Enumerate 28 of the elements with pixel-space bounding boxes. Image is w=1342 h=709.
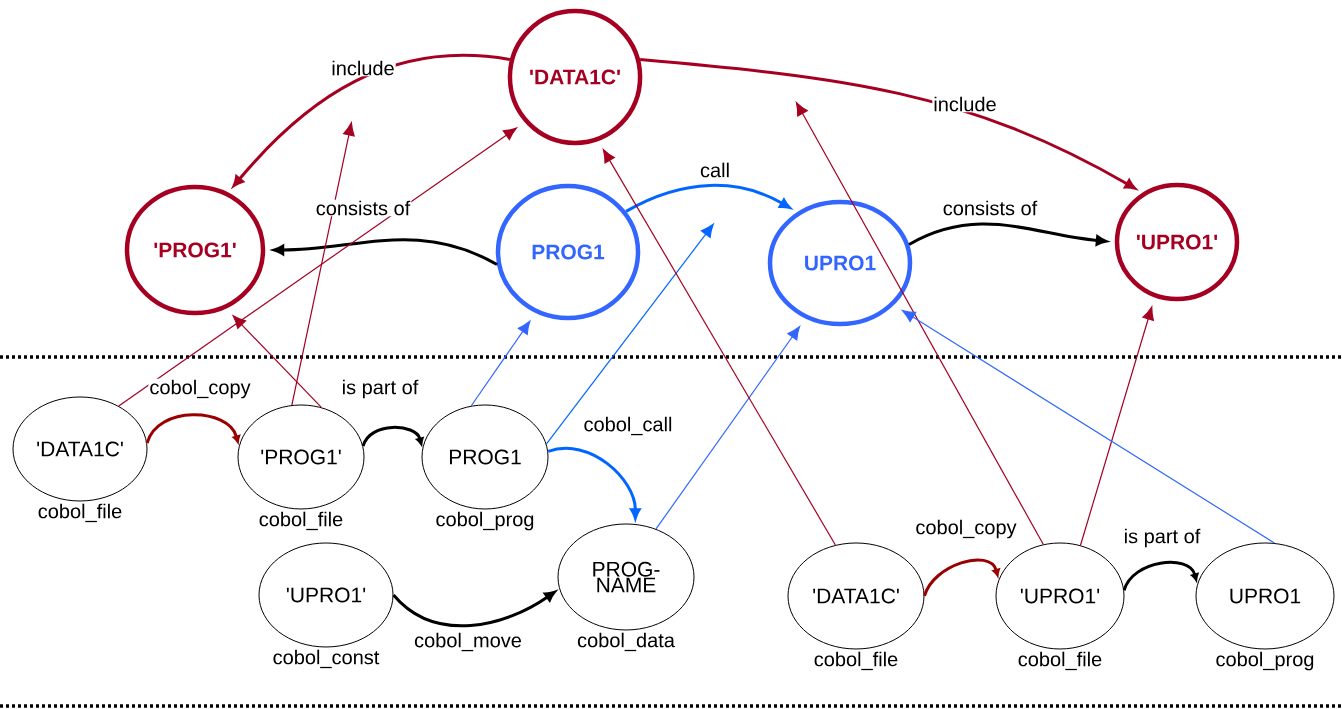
arrow	[901, 309, 1275, 544]
edge-label: cobol_copy	[148, 378, 252, 400]
arrow	[361, 425, 424, 447]
arrow	[1122, 560, 1199, 591]
arrow	[291, 122, 355, 406]
arrow	[545, 223, 714, 445]
type-label: cobol_file	[259, 511, 343, 531]
type-label: cobol_file	[38, 503, 122, 523]
arrow	[655, 326, 801, 530]
edge-label: cobol_copy	[914, 518, 1018, 540]
type-label: cobol_file	[814, 651, 898, 671]
arrow	[232, 54, 511, 187]
arrow	[795, 102, 1044, 545]
arrow	[392, 590, 556, 628]
arrow	[232, 315, 322, 408]
arrow	[145, 413, 241, 444]
arrow	[625, 183, 791, 213]
arrow	[602, 149, 836, 546]
edge-label: cobol_move	[413, 631, 523, 653]
arrow	[1079, 306, 1154, 546]
type-label: cobol_const	[273, 649, 380, 669]
type-label: cobol_prog	[1216, 651, 1314, 671]
type-label: cobol_data	[577, 632, 675, 652]
arrow	[470, 320, 531, 407]
type-label: cobol_prog	[436, 511, 534, 531]
type-label: cobol_file	[1018, 651, 1102, 671]
arrow	[923, 558, 1000, 597]
arrow	[118, 127, 517, 407]
